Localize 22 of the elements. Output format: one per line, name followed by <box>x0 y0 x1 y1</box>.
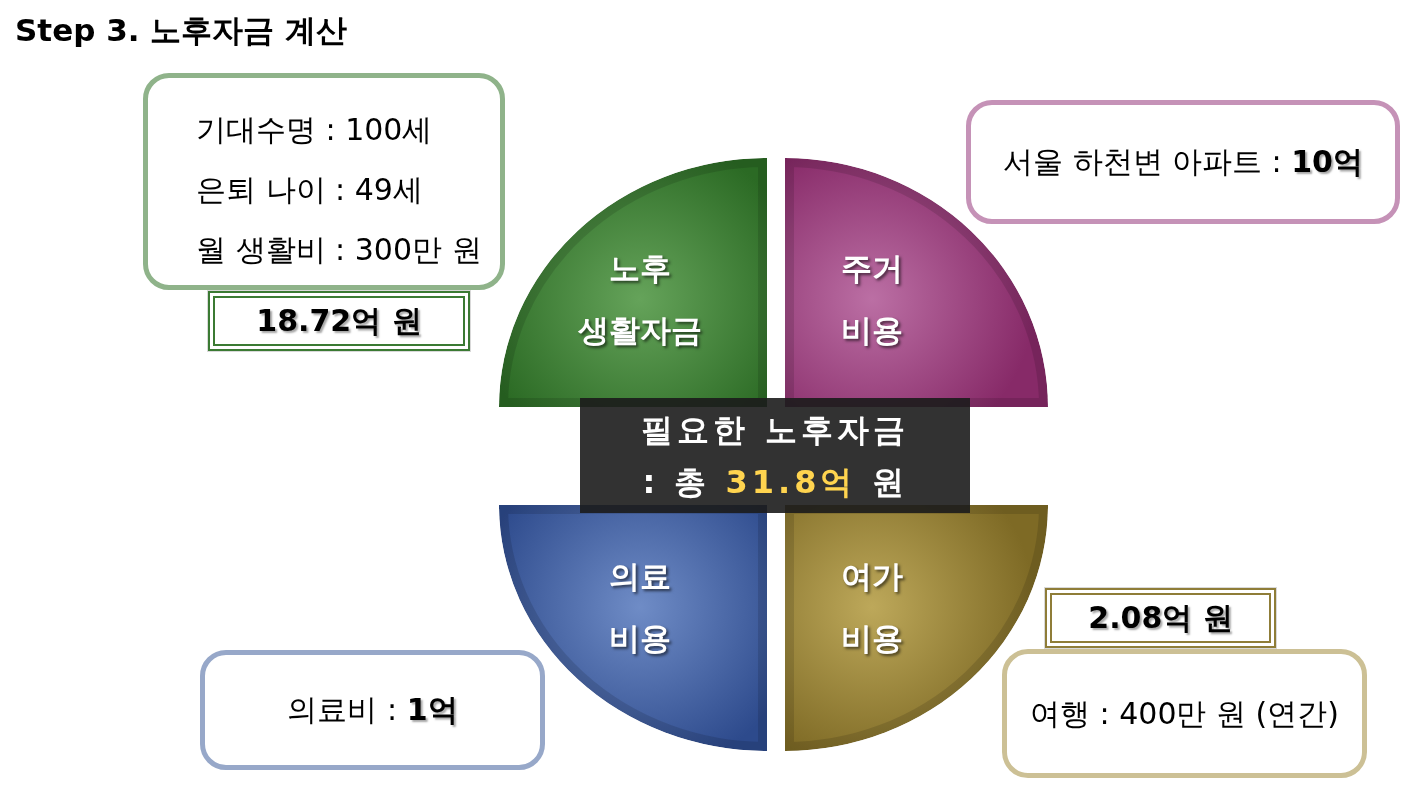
segment-label: 노후 생활자금 <box>578 249 702 350</box>
summary-heading: 필요한 노후자금 <box>641 409 909 451</box>
callout-text: 서울 하천변 아파트 : 10억 <box>1003 143 1363 181</box>
callout-text: 여행 : 400만 원 (연간) <box>1030 694 1339 733</box>
amount-text: 2.08억 원 <box>1088 598 1233 637</box>
callout-box <box>200 650 545 770</box>
summary-panel <box>580 398 970 513</box>
callout-box <box>143 73 505 290</box>
segment-label: 여가 비용 <box>841 557 903 658</box>
segment-label: 의료 비용 <box>609 557 671 658</box>
callout-text: 의료비 : 1억 <box>287 691 458 729</box>
segment-label: 주거 비용 <box>841 249 903 350</box>
amount-badge <box>208 291 470 351</box>
callout-text: 월 생활비 : 300만 원 <box>196 231 482 269</box>
callout-text: 은퇴 나이 : 49세 <box>196 171 423 209</box>
callout-text: 기대수명 : 100세 <box>196 111 433 149</box>
callout-box <box>966 100 1400 224</box>
title: Step 3. 노후자금 계산 <box>15 11 348 50</box>
amount-badge <box>1045 588 1276 648</box>
summary-total: : 총 31.8억 원 <box>642 461 908 503</box>
callout-box <box>1002 649 1367 778</box>
amount-text: 18.72억 원 <box>256 301 422 340</box>
